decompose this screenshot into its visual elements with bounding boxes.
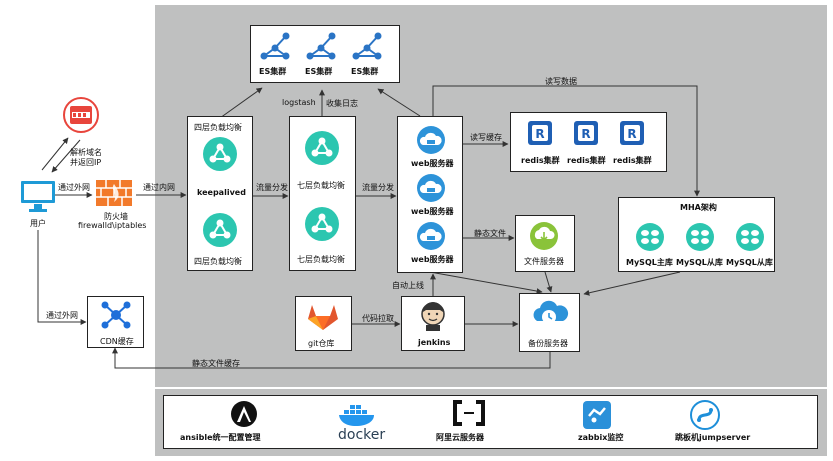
- l4-top-label: 四层负载均衡: [194, 123, 242, 132]
- l7-lb-box: [289, 116, 356, 271]
- jenkins-icon: [417, 300, 449, 332]
- l7-lb-icon-top: [304, 130, 340, 166]
- node-label: ES集群: [259, 67, 287, 76]
- edge-label-via-internet-1: 通过外网: [58, 183, 90, 192]
- gitlab-icon: [306, 300, 340, 332]
- firewall-label: 防火墙: [104, 212, 128, 221]
- zabbix-icon: [582, 400, 612, 430]
- keepalived-label: keepalived: [197, 188, 246, 197]
- es-cluster-icon: [352, 32, 382, 62]
- mysql-icon: [634, 222, 666, 252]
- redis-icon: R: [573, 120, 599, 146]
- firewall-label-2: firewalld\iptables: [78, 221, 147, 230]
- mysql-icon: [734, 222, 766, 252]
- node-label: ES集群: [351, 67, 379, 76]
- edge-label-via-internet-2: 通过内网: [143, 183, 175, 192]
- node-label: redis集群: [567, 156, 606, 165]
- edge-label-traffic-split-1: 流量分发: [256, 183, 288, 192]
- svg-text:R: R: [627, 127, 636, 141]
- node-label: MySQL主库: [626, 258, 673, 267]
- edge-label-static-cache: 静态文件缓存: [192, 359, 240, 368]
- node-label: ES集群: [305, 67, 333, 76]
- l4-lb-icon-bottom: [202, 212, 238, 248]
- node-label: MySQL从库: [726, 258, 773, 267]
- node-label: web服务器: [411, 255, 454, 264]
- firewall-icon: [96, 180, 132, 206]
- svg-text:R: R: [581, 127, 590, 141]
- node-label: redis集群: [613, 156, 652, 165]
- redis-icon: R: [527, 120, 553, 146]
- backup-server-label: 备份服务器: [528, 339, 568, 348]
- dns-icon: [62, 96, 100, 134]
- edge-label-code-pull: 代码拉取: [362, 314, 394, 323]
- node-label: docker: [338, 427, 386, 443]
- svg-text:R: R: [535, 127, 544, 141]
- edge-label-read-write-cache: 读写缓存: [470, 133, 502, 142]
- edge-label-auto-deploy: 自动上线: [392, 281, 424, 290]
- mysql-icon: [684, 222, 716, 252]
- node-label: ansible统一配置管理: [180, 433, 261, 442]
- node-label: 阿里云服务器: [436, 433, 484, 442]
- ansible-icon: [230, 400, 258, 430]
- node-label: MySQL从库: [676, 258, 723, 267]
- edge-label-traffic-split-2: 流量分发: [362, 183, 394, 192]
- l7-lb-icon-bottom: [304, 206, 340, 242]
- edge-label-logstash: logstash: [282, 98, 316, 107]
- node-label: redis集群: [521, 156, 560, 165]
- web-server-icon: [414, 125, 448, 155]
- node-label: web服务器: [411, 159, 454, 168]
- es-cluster-icon: [260, 32, 290, 62]
- web-server-icon: [414, 221, 448, 251]
- edge-label-collect-logs: 收集日志: [326, 99, 358, 108]
- l4-lb-icon-top: [202, 136, 238, 172]
- node-label: zabbix监控: [578, 433, 624, 442]
- backup-server-icon: [531, 297, 569, 331]
- cdn-icon: [100, 300, 132, 330]
- git-repo-label: git仓库: [308, 339, 335, 348]
- l7-bottom-label: 七层负载均衡: [297, 255, 345, 264]
- dns-label-2: 并返回IP: [70, 158, 102, 167]
- cdn-box: [87, 296, 144, 348]
- edge-label-static-files: 静态文件: [474, 229, 506, 238]
- edge-label-read-write-data: 读写数据: [545, 77, 577, 86]
- l4-bottom-label: 四层负载均衡: [194, 257, 242, 266]
- aliyun-icon: [452, 400, 486, 430]
- l7-top-label: 七层负载均衡: [297, 181, 345, 190]
- file-server-icon: [529, 221, 559, 251]
- jumpserver-icon: [690, 400, 720, 430]
- mha-title: MHA架构: [680, 203, 717, 212]
- node-label: web服务器: [411, 207, 454, 216]
- node-label: 跳板机jumpserver: [675, 433, 751, 442]
- dns-label: 解析域名: [70, 148, 102, 157]
- file-server-label: 文件服务器: [524, 257, 564, 266]
- edge-label-via-internet-3: 通过外网: [46, 311, 78, 320]
- jenkins-label: jenkins: [418, 338, 451, 347]
- redis-icon: R: [619, 120, 645, 146]
- monitor-icon: [20, 178, 56, 214]
- web-server-icon: [414, 173, 448, 203]
- es-cluster-icon: [306, 32, 336, 62]
- docker-icon: [336, 400, 380, 430]
- cdn-label: CDN缓存: [100, 337, 134, 346]
- user-label: 用户: [30, 219, 46, 228]
